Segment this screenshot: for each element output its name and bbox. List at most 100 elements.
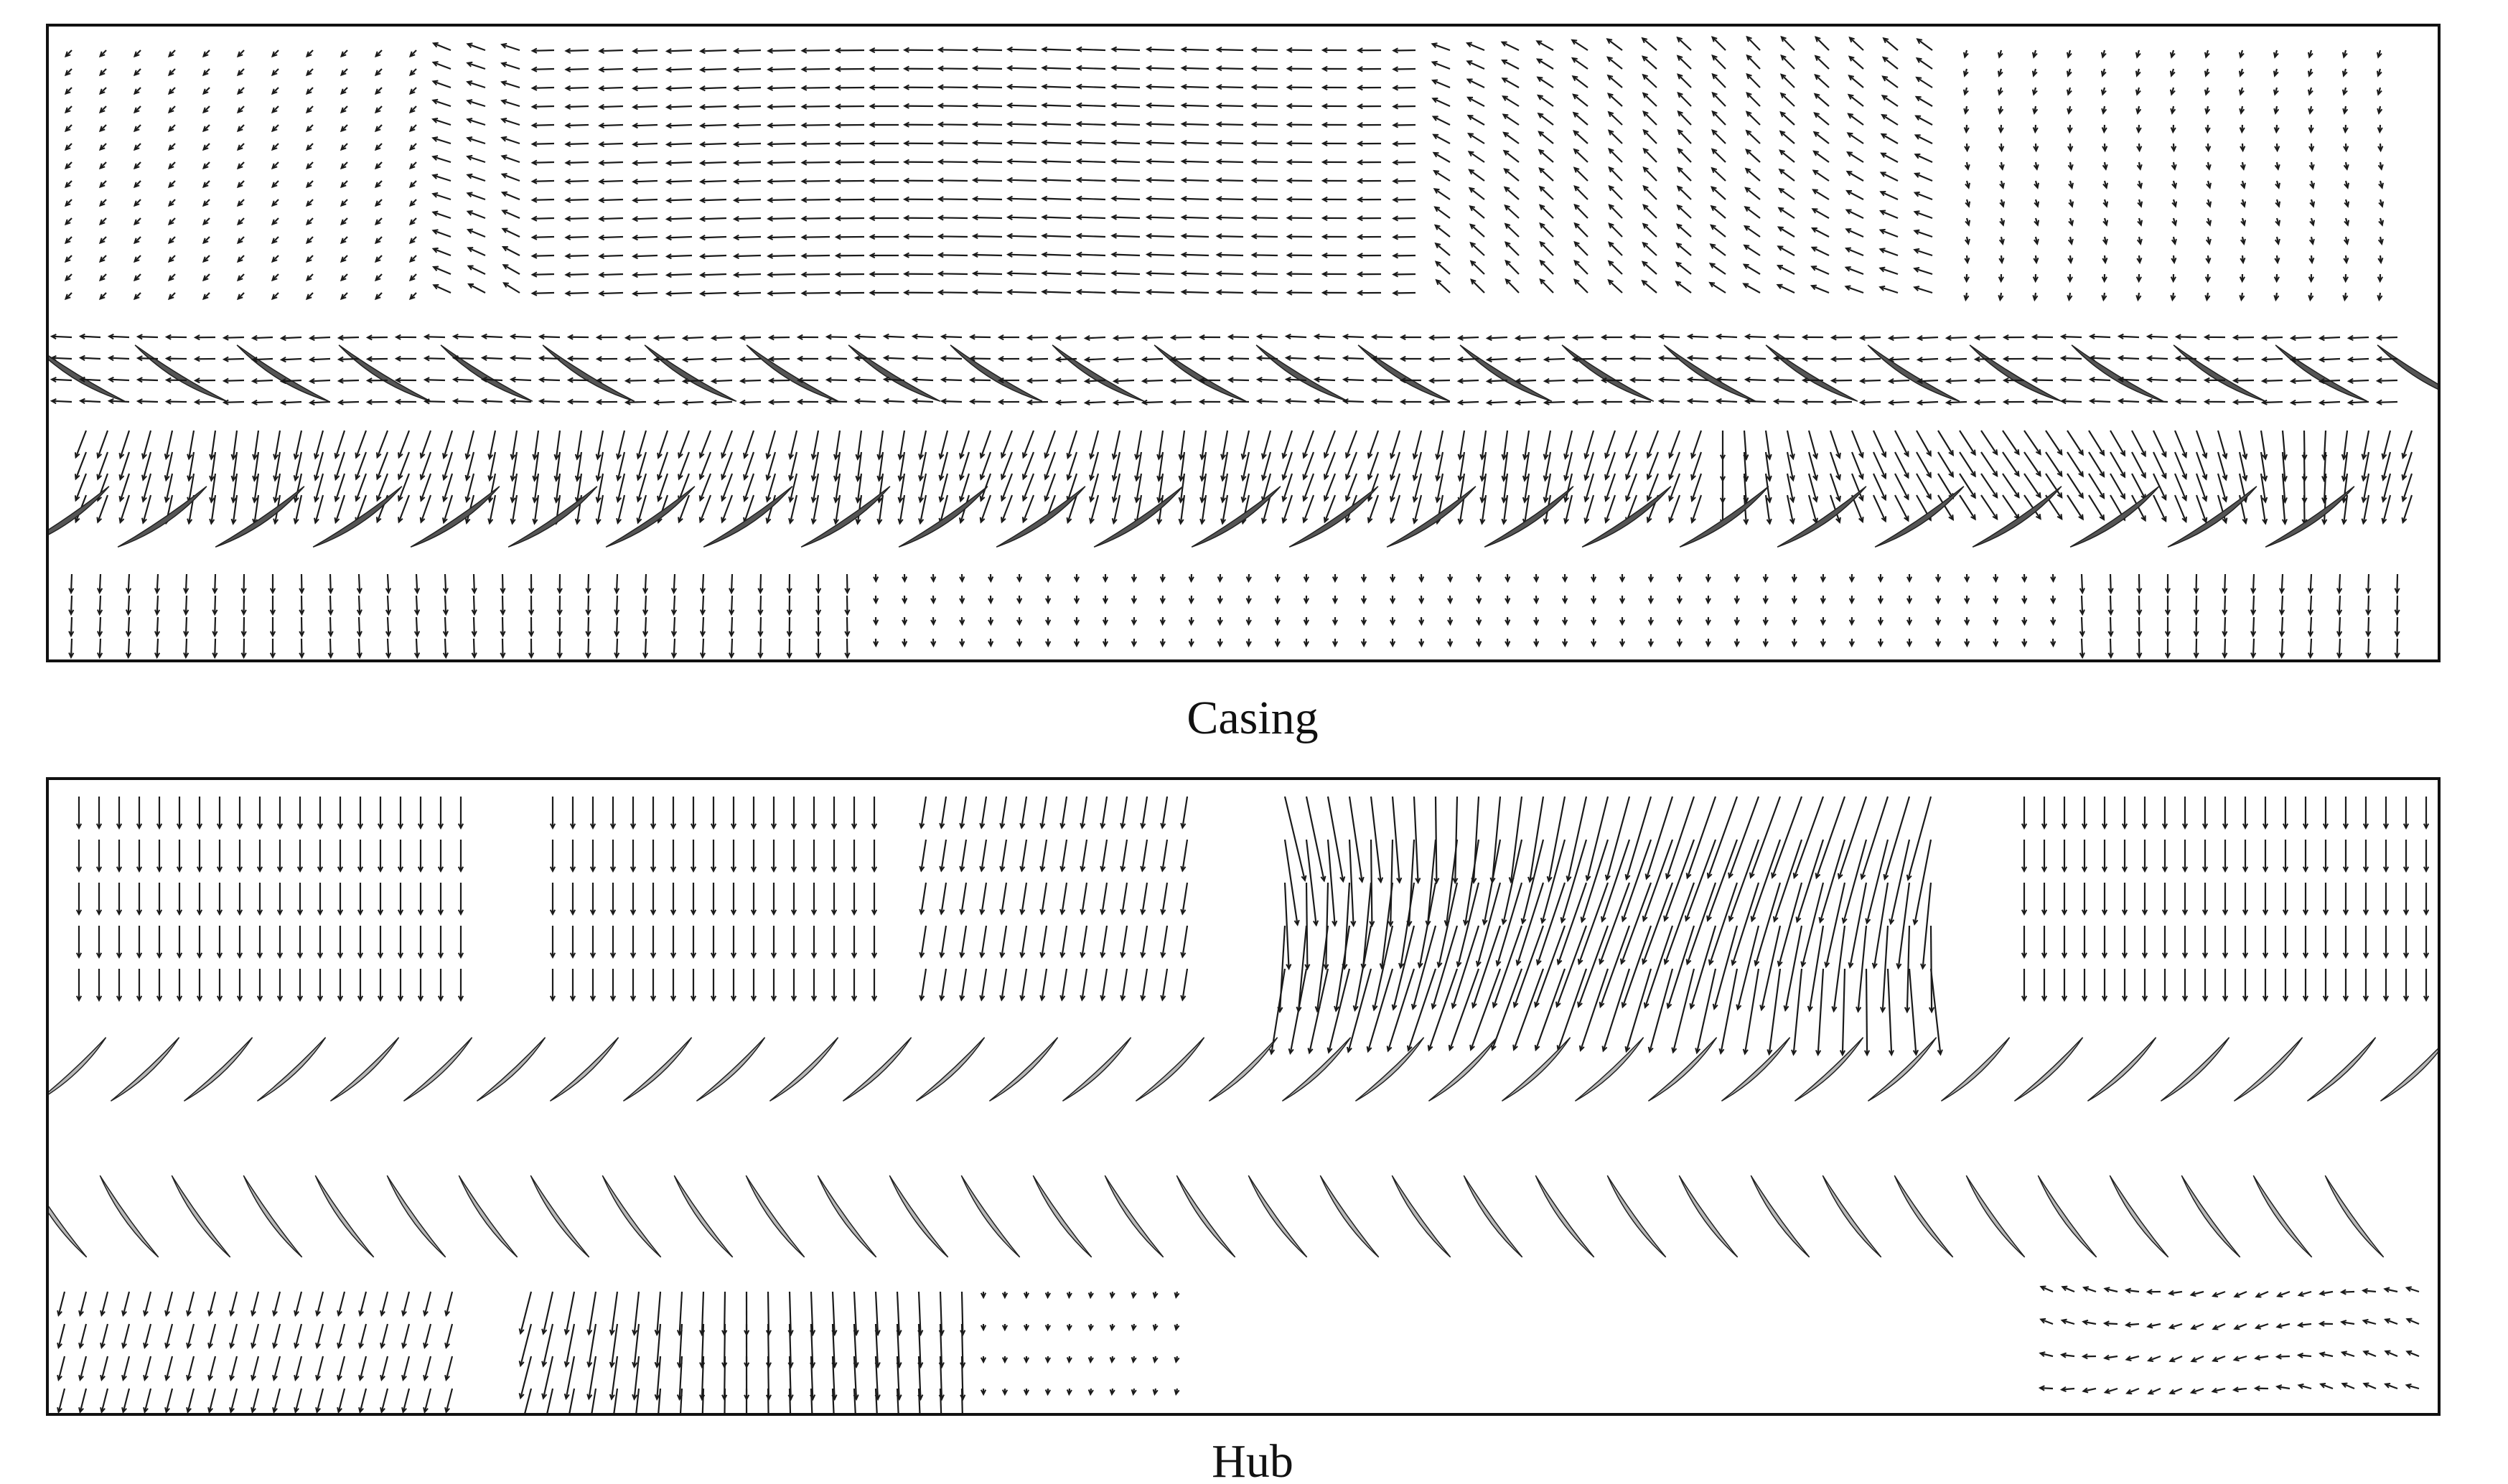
- velocity-vector: [212, 638, 218, 659]
- velocity-vector: [1120, 968, 1128, 1002]
- velocity-vector: [133, 105, 141, 114]
- casing-blade-upper: [950, 344, 1043, 402]
- velocity-vector: [1883, 796, 1911, 881]
- velocity-vector: [271, 50, 279, 58]
- velocity-vector: [502, 282, 520, 293]
- velocity-vector: [2031, 398, 2054, 405]
- velocity-vector: [743, 430, 755, 459]
- velocity-vector: [613, 1388, 619, 1414]
- velocity-vector: [598, 290, 624, 297]
- velocity-vector: [2376, 68, 2382, 78]
- velocity-vector: [1813, 93, 1830, 107]
- velocity-vector: [2168, 1387, 2183, 1395]
- velocity-vector: [98, 180, 107, 189]
- velocity-vector: [1066, 1356, 1072, 1364]
- velocity-vector: [1807, 451, 1818, 482]
- velocity-vector: [1555, 925, 1588, 1008]
- velocity-vector: [385, 616, 392, 638]
- casing-blade-upper: [134, 344, 228, 402]
- velocity-vector: [564, 66, 589, 72]
- velocity-vector: [2135, 292, 2142, 302]
- velocity-vector: [1746, 92, 1761, 107]
- velocity-vector: [2423, 840, 2430, 873]
- casing-blade-lower: [1484, 486, 1574, 548]
- velocity-vector: [1188, 573, 1194, 583]
- velocity-vector: [1390, 430, 1401, 460]
- velocity-vector: [937, 289, 968, 296]
- velocity-vector: [632, 85, 658, 92]
- velocity-vector: [1044, 451, 1057, 481]
- velocity-vector: [1199, 494, 1207, 525]
- velocity-vector: [2169, 68, 2176, 78]
- velocity-vector: [595, 494, 604, 525]
- velocity-vector: [609, 926, 617, 959]
- velocity-vector: [2362, 840, 2369, 873]
- velocity-vector: [1356, 66, 1382, 72]
- velocity-vector: [1663, 839, 1695, 922]
- velocity-vector: [2050, 616, 2057, 626]
- velocity-vector: [68, 616, 75, 638]
- velocity-vector: [2101, 926, 2108, 959]
- velocity-vector: [2362, 926, 2369, 959]
- velocity-vector: [770, 883, 777, 916]
- velocity-vector: [2309, 217, 2316, 227]
- velocity-vector: [419, 430, 432, 459]
- velocity-vector: [1075, 158, 1106, 164]
- velocity-vector: [1577, 925, 1609, 1008]
- casing-blade-upper: [2275, 344, 2368, 402]
- velocity-vector: [1075, 139, 1106, 146]
- velocity-vector: [960, 1388, 963, 1414]
- velocity-vector: [2362, 1318, 2377, 1325]
- velocity-vector: [317, 840, 324, 873]
- hub-blade-upper: [1721, 1037, 1791, 1102]
- velocity-vector: [2021, 883, 2028, 916]
- velocity-vector: [1492, 925, 1523, 1009]
- velocity-vector: [78, 1388, 88, 1414]
- velocity-vector: [1706, 796, 1739, 880]
- velocity-vector: [2201, 969, 2209, 1002]
- velocity-vector: [564, 253, 589, 259]
- velocity-vector: [825, 355, 848, 362]
- velocity-vector: [273, 473, 281, 504]
- velocity-vector: [1281, 473, 1293, 503]
- velocity-vector: [598, 66, 624, 73]
- velocity-vector: [431, 136, 451, 145]
- velocity-vector: [1019, 796, 1028, 830]
- velocity-vector: [2031, 50, 2038, 59]
- velocity-vector: [1537, 112, 1554, 126]
- velocity-vector: [1935, 638, 1942, 648]
- velocity-vector: [2110, 451, 2126, 479]
- velocity-vector: [1145, 46, 1175, 52]
- velocity-vector: [230, 494, 238, 525]
- velocity-vector: [1131, 638, 1137, 648]
- velocity-vector: [340, 105, 348, 114]
- velocity-vector: [1261, 451, 1272, 482]
- velocity-vector: [2021, 638, 2028, 648]
- velocity-vector: [1913, 229, 1933, 238]
- velocity-vector: [1505, 259, 1520, 275]
- velocity-vector: [1779, 111, 1795, 126]
- velocity-vector: [125, 638, 132, 659]
- velocity-vector: [156, 840, 163, 873]
- velocity-vector: [1180, 270, 1209, 276]
- velocity-vector: [1346, 968, 1372, 1053]
- velocity-vector: [1879, 925, 1889, 1013]
- velocity-vector: [2262, 926, 2269, 959]
- velocity-vector: [236, 180, 245, 189]
- velocity-vector: [1881, 95, 1899, 107]
- velocity-vector: [64, 105, 72, 114]
- velocity-vector: [408, 255, 417, 263]
- velocity-vector: [2131, 473, 2146, 501]
- velocity-vector: [1677, 166, 1692, 182]
- velocity-vector: [530, 253, 555, 259]
- velocity-vector: [1059, 796, 1068, 830]
- velocity-vector: [971, 103, 1003, 109]
- velocity-vector: [1668, 451, 1681, 481]
- velocity-vector: [2260, 473, 2268, 504]
- velocity-vector: [2032, 292, 2039, 302]
- velocity-vector: [750, 969, 757, 1002]
- velocity-vector: [1356, 141, 1382, 147]
- velocity-vector: [1998, 255, 2005, 265]
- velocity-vector: [1777, 245, 1795, 256]
- velocity-vector: [1916, 430, 1932, 457]
